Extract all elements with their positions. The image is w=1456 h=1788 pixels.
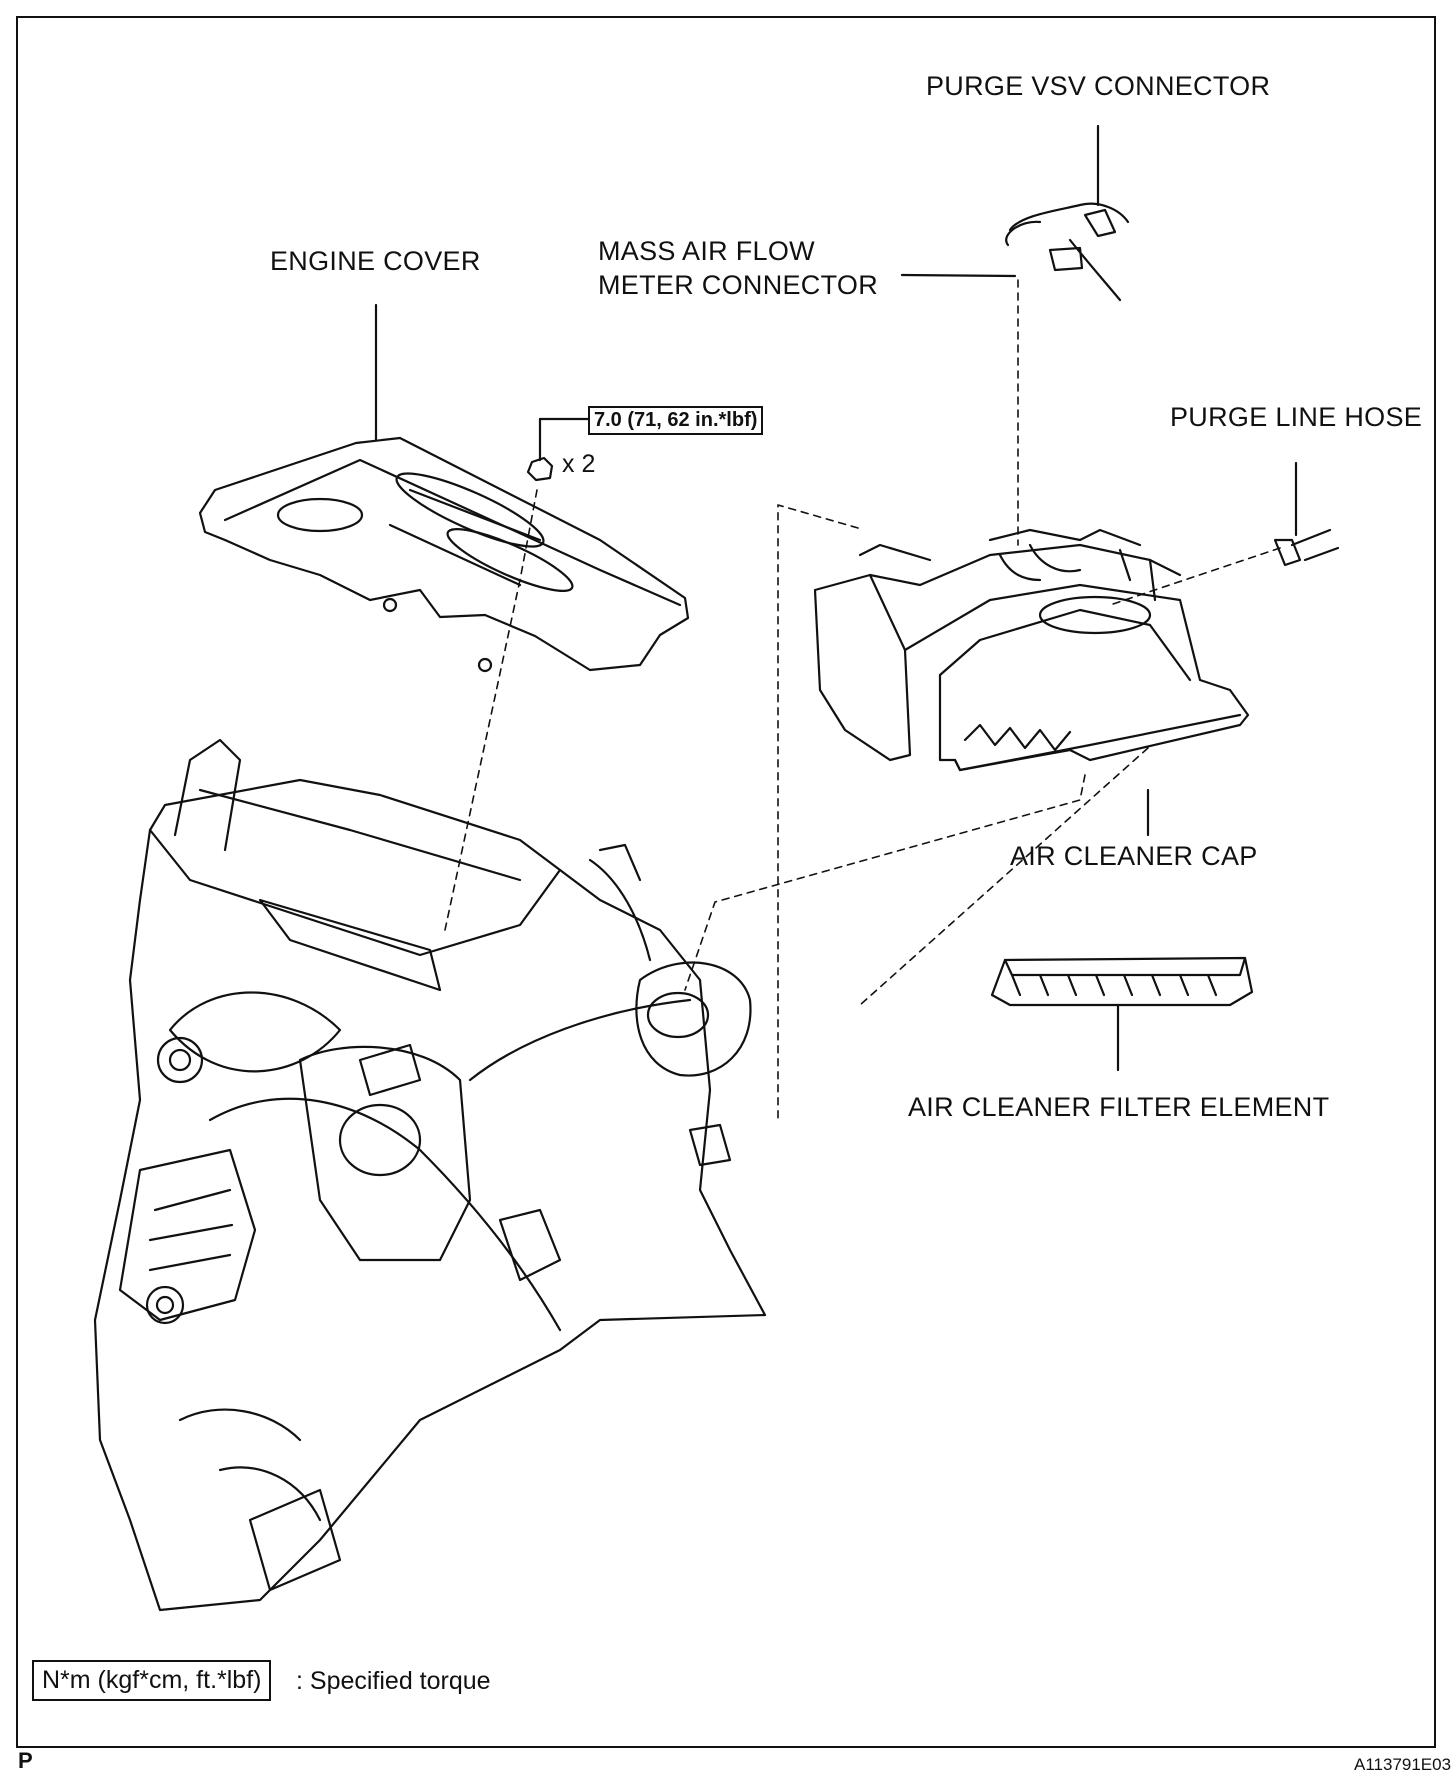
leader-lines [374,124,1298,1072]
air-cleaner-cap-shape [813,528,1250,772]
label-mass-air-flow-line1: MASS AIR FLOW [598,236,815,266]
air-filter-element-shape [990,956,1254,1007]
corner-mark: P [18,1748,33,1773]
legend-torque-unit-box: N*m (kgf*cm, ft.*lbf) [32,1660,272,1701]
purge-line-hose-shape [1273,528,1340,567]
engine-cover-shape [198,436,690,673]
dashed-guide-lines [444,279,1281,1121]
label-purge-line-hose: PURGE LINE HOSE [1170,402,1423,432]
connector-harness-shape [1005,202,1130,302]
label-mass-air-flow-line2: METER CONNECTOR [598,270,879,300]
nut-shape [526,456,554,482]
figure-id: A113791E03 [1354,1755,1452,1774]
quantity-label: x 2 [562,450,596,478]
label-air-cleaner-cap: AIR CLEANER CAP [1010,841,1258,871]
engine-block-shape [93,738,767,1612]
label-purge-vsv-connector: PURGE VSV CONNECTOR [926,71,1271,101]
label-air-cleaner-filter-element: AIR CLEANER FILTER ELEMENT [908,1092,1330,1122]
legend-description: : Specified torque [296,1667,491,1695]
label-engine-cover: ENGINE COVER [270,246,481,276]
torque-spec-box: 7.0 (71, 62 in.*lbf) [588,406,764,435]
diagram-frame [16,16,1436,1748]
